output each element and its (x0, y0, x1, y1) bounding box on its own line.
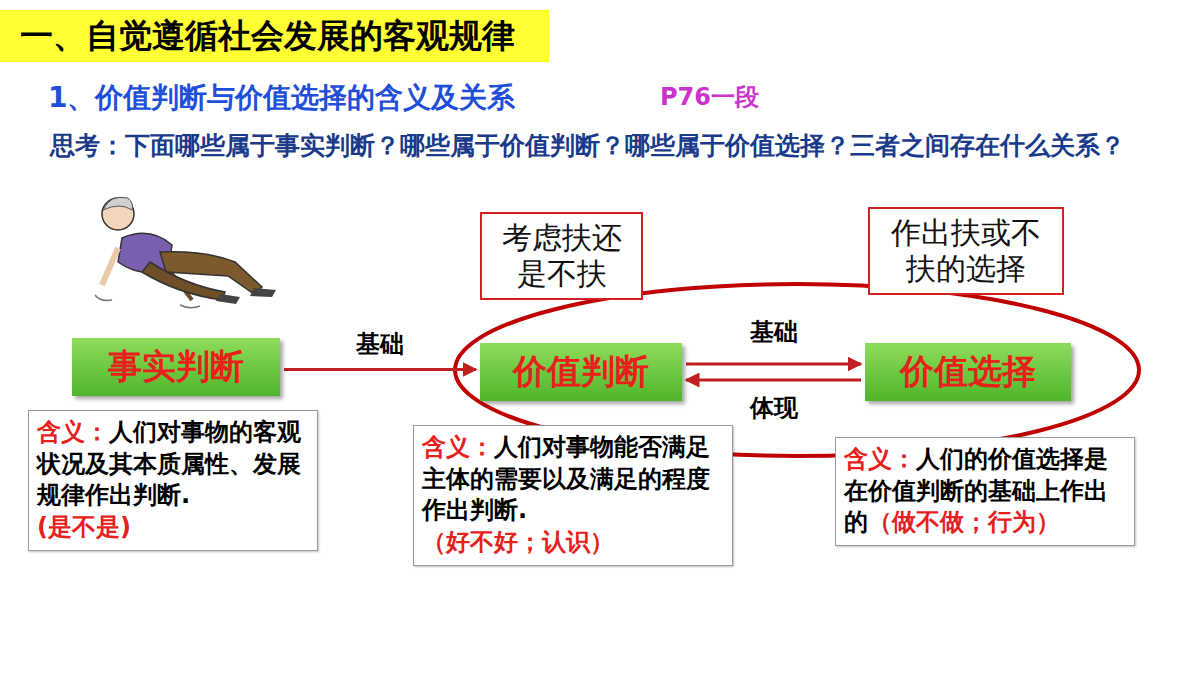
connector-arrow (284, 368, 476, 371)
page-note: P76一段 (660, 81, 820, 115)
title-band: 一、自觉遵循社会发展的客观规律 (0, 10, 549, 62)
connector-arrow (686, 363, 861, 366)
hair (103, 197, 133, 210)
node-text: 考虑扶还是不扶 (502, 221, 622, 290)
node-text: 价值判断 (513, 349, 649, 395)
head (102, 198, 134, 230)
subtitle: 1、价值判断与价值选择的含义及关系 (48, 78, 668, 117)
connector-label: 基础 (747, 316, 801, 348)
motion-line (180, 305, 200, 308)
fallen-old-man (95, 197, 276, 308)
definition-keyword: (是不是) (37, 512, 309, 544)
example-box: 考虑扶还是不扶 (480, 212, 643, 300)
trousers-leg (142, 262, 225, 300)
node-text: 事实判断 (108, 344, 244, 390)
connector-label: 体现 (747, 392, 801, 424)
node-text: 价值选择 (900, 349, 1036, 395)
arm (102, 248, 118, 285)
definition-keyword: （好不好；认识） (422, 527, 724, 559)
definition-box: 含义：人们对事物能否满足主体的需要以及满足的程度作出判断.（好不好；认识） (413, 425, 733, 566)
concept-box: 价值判断 (480, 343, 682, 401)
definition-box: 含义：人们的价值选择是在价值判断的基础上作出的（做不做；行为） (835, 437, 1135, 546)
shoe (216, 294, 240, 304)
definition-keyword: （做不做；行为） (868, 508, 1060, 536)
example-box: 作出扶或不扶的选择 (868, 207, 1064, 295)
shoe (250, 288, 276, 297)
node-text: 作出扶或不扶的选择 (891, 216, 1041, 285)
connector-label: 基础 (353, 328, 407, 360)
connector-arrow (686, 379, 861, 382)
definition-heading: 含义： (37, 418, 109, 446)
concept-box: 事实判断 (72, 338, 280, 396)
definition-heading: 含义： (844, 445, 916, 473)
definition-heading: 含义： (422, 433, 494, 461)
motion-line (95, 295, 112, 300)
definition-box: 含义：人们对事物的客观状况及其本质属性、发展规律作出判断.(是不是) (28, 410, 318, 551)
concept-box: 价值选择 (865, 343, 1071, 401)
title-text: 一、自觉遵循社会发展的客观规律 (20, 14, 515, 59)
question-text: 思考：下面哪些属于事实判断？哪些属于价值判断？哪些属于价值选择？三者之间存在什么… (50, 128, 1160, 163)
